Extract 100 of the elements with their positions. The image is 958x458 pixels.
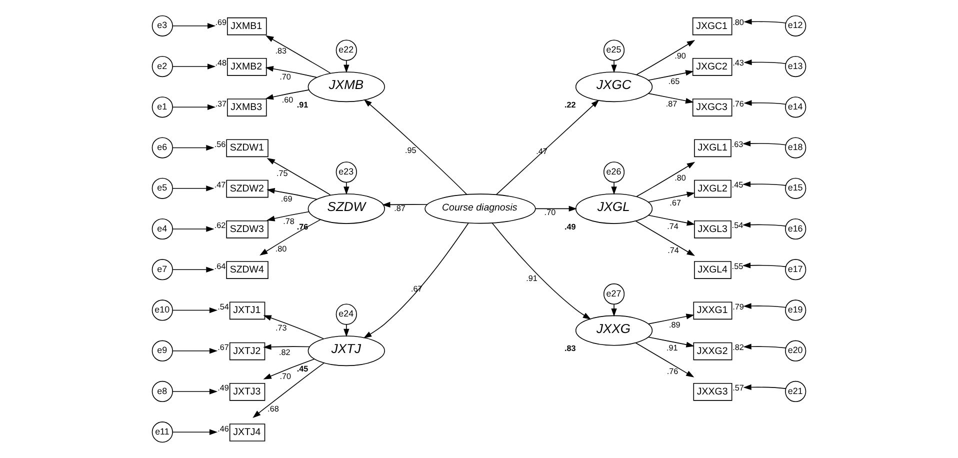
arrow [611, 304, 617, 317]
arrow [635, 342, 694, 378]
edge-label: .73 [276, 323, 287, 332]
node-circle: e22 [336, 40, 357, 61]
arrow [260, 219, 321, 256]
edge-label: .75 [276, 169, 288, 178]
arrow [743, 384, 786, 390]
node-circle: e23 [336, 162, 357, 183]
arrow [172, 64, 216, 70]
arrow [636, 162, 696, 197]
node-label: .56 [214, 140, 226, 149]
arrow [648, 336, 694, 348]
arrow [344, 60, 350, 73]
node-box: SZDW3 [226, 220, 268, 238]
arrow [611, 60, 617, 73]
node-label: .69 [215, 18, 226, 28]
arrow [742, 140, 786, 146]
arrow [172, 266, 214, 272]
node-box: JXTJ4 [229, 424, 266, 442]
node-circle: e16 [785, 218, 806, 240]
edge-label: .70 [544, 208, 556, 218]
node-circle: e21 [785, 380, 806, 402]
node-label: .49 [564, 222, 576, 232]
node-box: SZDW4 [226, 261, 268, 279]
node-box: JXGL1 [694, 139, 732, 158]
node-label: .80 [732, 18, 744, 28]
node-circle: e5 [152, 178, 173, 199]
arrow [265, 90, 310, 100]
node-box: JXGL4 [694, 261, 732, 279]
arrow [172, 307, 218, 314]
node-box: JXMB2 [227, 58, 267, 76]
node-label: .79 [732, 302, 744, 312]
node-circle: e20 [785, 340, 806, 362]
node-circle: e11 [152, 422, 173, 443]
edge-label: .87 [394, 204, 406, 213]
node-box: JXTJ1 [229, 302, 266, 320]
arrow [648, 214, 696, 226]
node-circle: e6 [152, 137, 173, 158]
node-circle: e18 [785, 137, 806, 158]
node-ellipse: JXTJ [308, 336, 385, 366]
arrow [252, 362, 324, 418]
node-box: JXMB1 [227, 17, 267, 36]
node-circle: e8 [152, 380, 173, 402]
node-label: .43 [732, 58, 744, 68]
node-box: JXGL2 [694, 180, 732, 198]
node-circle: e4 [152, 218, 173, 240]
node-circle: e9 [152, 340, 173, 362]
node-circle: e26 [603, 162, 625, 183]
node-box: JXGL3 [694, 220, 732, 238]
edge-label: .74 [668, 246, 679, 255]
edge-label: .95 [405, 146, 416, 155]
edge-label: .76 [666, 367, 678, 376]
edge-label: .67 [670, 198, 681, 208]
arrow [172, 429, 218, 435]
arrow [266, 35, 331, 74]
arrow [266, 211, 310, 222]
arrow [636, 40, 696, 76]
node-circle: e3 [152, 15, 173, 36]
arrow [172, 23, 216, 29]
node-label: .76 [732, 99, 744, 108]
edge-label: .80 [674, 174, 686, 183]
edge-label: .83 [275, 46, 287, 56]
node-box: JXXG2 [693, 342, 732, 360]
arrow [492, 222, 592, 320]
edge-label: .90 [674, 52, 686, 61]
arrow [744, 100, 786, 106]
edge-label: .78 [283, 216, 294, 226]
arrow [742, 262, 786, 268]
node-label: .22 [564, 100, 576, 110]
node-label: .57 [732, 384, 744, 393]
node-label: .64 [214, 262, 226, 271]
node-circle: e19 [785, 300, 806, 321]
edge-label: .70 [280, 72, 291, 82]
edge-label: .70 [280, 372, 291, 381]
edge-label: .60 [282, 95, 294, 104]
arrow [172, 104, 216, 110]
arrow [648, 70, 694, 81]
node-circle: e1 [152, 96, 173, 118]
arrow [364, 99, 467, 195]
arrow [266, 158, 331, 196]
edge-label: .82 [279, 348, 290, 357]
edge-label: .74 [667, 222, 678, 231]
node-box: JXXG3 [693, 382, 732, 401]
node-circle: e25 [603, 40, 625, 61]
node-ellipse: JXGC [575, 72, 653, 102]
node-box: JXTJ2 [229, 342, 266, 360]
node-box: JXGC2 [692, 58, 732, 76]
edge-label: .68 [268, 404, 279, 414]
arrow [263, 344, 310, 350]
arrow [742, 181, 786, 188]
node-circle: e2 [152, 56, 173, 78]
arrow [742, 222, 786, 228]
node-label: .45 [296, 364, 308, 374]
arrow [172, 226, 214, 232]
node-box: JXGC1 [692, 17, 732, 36]
node-circle: e27 [603, 283, 625, 305]
node-circle: e12 [785, 15, 806, 36]
node-label: .76 [296, 222, 308, 232]
edge-label: .69 [280, 194, 292, 204]
edge-label: .91 [526, 274, 538, 284]
